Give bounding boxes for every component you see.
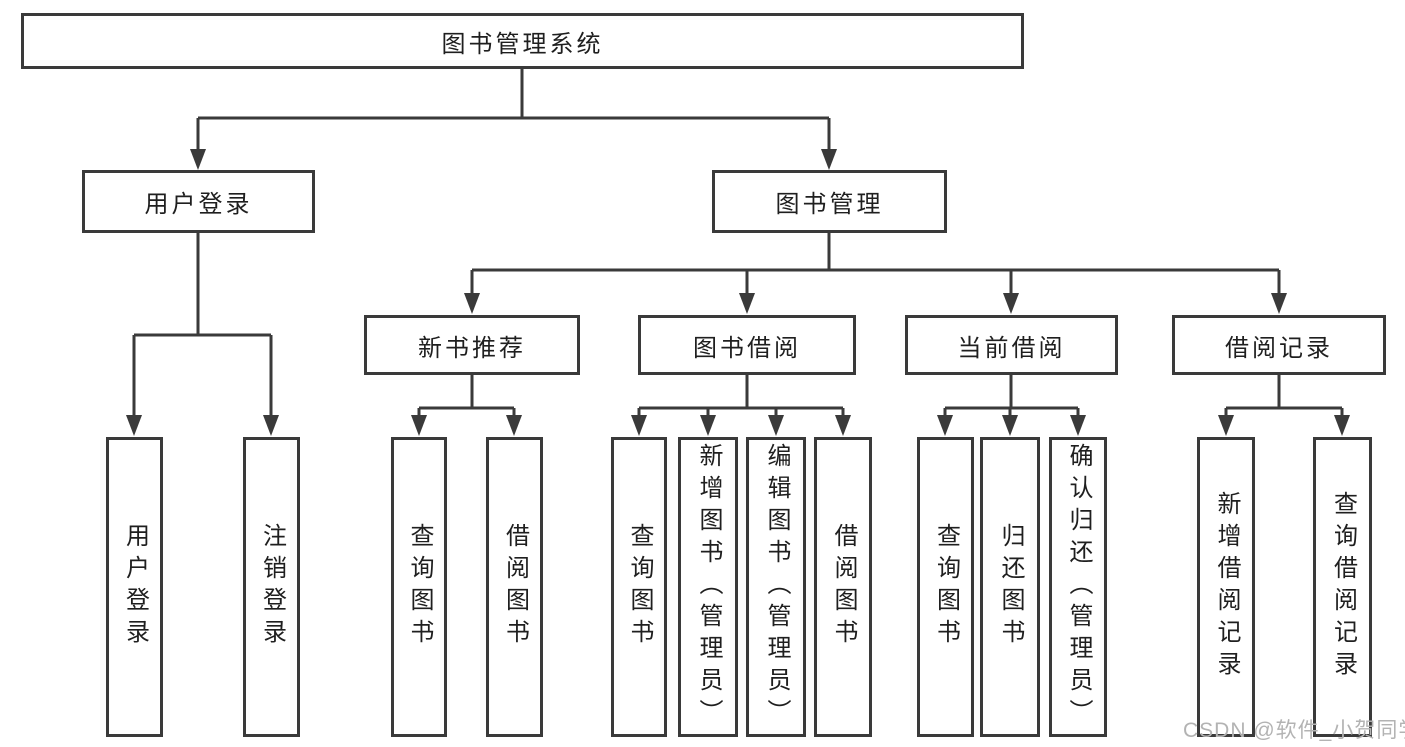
leaf-edit-books-admin: 编辑图书（管理员） [746,437,806,737]
leaf-query-books-recommend: 查询图书 [391,437,447,737]
node-library-management-system: 图书管理系统 [21,13,1024,69]
leaf-borrow-books-recommend: 借阅图书 [486,437,543,737]
node-label: 新增借阅记录 [1213,491,1240,683]
node-book-borrow: 图书借阅 [638,315,856,375]
node-borrow-records: 借阅记录 [1172,315,1386,375]
node-book-management: 图书管理 [712,170,947,233]
leaf-logout: 注销登录 [243,437,300,737]
node-label: 归还图书 [997,523,1024,651]
leaf-add-books-admin: 新增图书（管理员） [678,437,738,737]
leaf-confirm-return-admin: 确认归还（管理员） [1049,437,1107,737]
node-label: 借阅图书 [830,523,857,651]
node-new-book-recommend: 新书推荐 [364,315,580,375]
node-label: 查询图书 [626,523,653,651]
node-label: 确认归还（管理员） [1065,443,1092,731]
node-label: 编辑图书（管理员） [763,443,790,731]
node-label: 图书管理 [775,191,884,218]
node-label: 查询借阅记录 [1329,491,1357,683]
leaf-user-login: 用户登录 [106,437,163,737]
node-current-borrow: 当前借阅 [905,315,1118,375]
node-label: 借阅记录 [1225,334,1333,362]
node-label: 新增图书（管理员） [695,443,722,731]
leaf-add-borrow-record: 新增借阅记录 [1197,437,1255,737]
node-label: 用户登录 [121,523,149,651]
leaf-query-books-borrow: 查询图书 [611,437,667,737]
node-label: 查询图书 [406,523,433,651]
leaf-query-borrow-record: 查询借阅记录 [1313,437,1372,737]
leaf-return-books: 归还图书 [980,437,1040,737]
node-user-login: 用户登录 [82,170,315,233]
arrowheads [126,149,1350,436]
leaf-query-books-current: 查询图书 [917,437,974,737]
node-label: 借阅图书 [501,523,529,651]
node-label: 图书借阅 [693,334,801,362]
node-label: 新书推荐 [418,334,526,362]
node-label: 用户登录 [144,191,253,218]
node-label: 图书管理系统 [441,30,604,58]
node-label: 查询图书 [932,523,960,651]
leaf-borrow-books: 借阅图书 [814,437,872,737]
node-label: 当前借阅 [957,334,1066,362]
node-label: 注销登录 [258,523,286,651]
watermark: CSDN @软件_小贺同学 [1183,719,1405,742]
